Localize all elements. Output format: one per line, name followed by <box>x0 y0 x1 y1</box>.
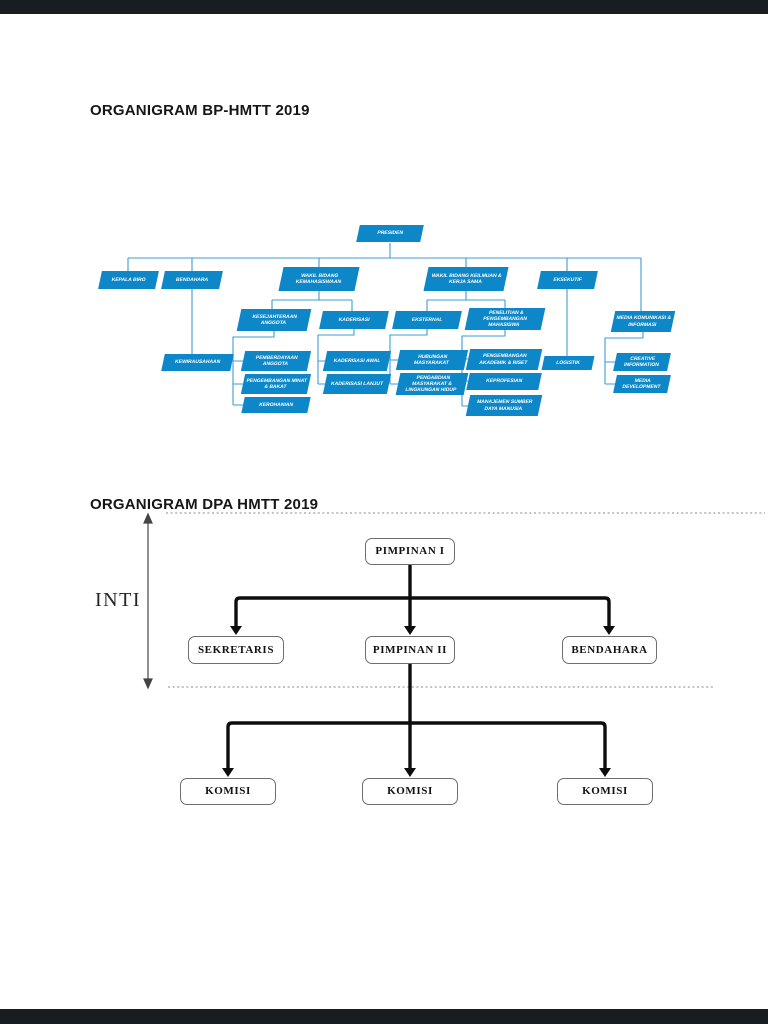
bp-node-presiden: PRESIDEN <box>356 225 424 242</box>
dpa-node-komisi-1: KOMISI <box>180 778 276 805</box>
inti-section-label: INTI <box>95 589 141 611</box>
bp-node-kaderisasi: KADERISASI <box>319 311 389 329</box>
dpa-node-komisi-3: KOMISI <box>557 778 653 805</box>
bp-node-hubungan-masyarakat: HUBUNGAN MASYARAKAT <box>395 350 469 370</box>
bp-node-pengabdian-masyarakat: PENGABDIAN MASYARAKAT & LINGKUNGAN HIDUP <box>395 373 469 395</box>
bp-node-logistik: LOGISTIK <box>541 356 595 370</box>
letterbox-top-bar <box>0 0 768 14</box>
bp-node-kaderisasi-lanjut: KADERISASI LANJUT <box>322 374 392 394</box>
dpa-node-sekretaris: SEKRETARIS <box>188 636 284 664</box>
bp-node-media-development: MEDIA DEVELOPMENT <box>613 375 671 393</box>
bp-node-media-kominfo: MEDIA KOMUNIKASI & INFORMASI <box>610 311 676 332</box>
bp-node-pengembangan-minat-bakat: PENGEMBANGAN MINAT & BAKAT <box>240 374 312 394</box>
bp-node-wakil-bidang-keilmuan: WAKIL BIDANG KEILMUAN & KERJA SAMA <box>423 267 509 291</box>
bp-node-manajemen-sdm: MANAJEMEN SUMBER DAYA MANUSIA <box>465 395 543 416</box>
dpa-chart-title: ORGANIGRAM DPA HMTT 2019 <box>90 496 319 514</box>
dpa-node-bendahara: BENDAHARA <box>562 636 657 664</box>
dpa-node-komisi-2: KOMISI <box>362 778 458 805</box>
bp-node-bendahara: BENDAHARA <box>161 271 223 289</box>
bp-node-creative-information: CREATIVE INFORMATION <box>613 353 671 371</box>
bp-node-keprofesian: KEPROFESIAN <box>466 373 542 390</box>
bp-node-kerohanian: KEROHANIAN <box>241 397 311 413</box>
bp-chart-title: ORGANIGRAM BP-HMTT 2019 <box>90 102 310 120</box>
bp-node-eksekutif: EKSEKUTIF <box>537 271 598 289</box>
bp-node-pemberdayaan-anggota: PEMBERDAYAAN ANGGOTA <box>240 351 312 371</box>
bp-node-kaderisasi-awal: KADERISASI AWAL <box>322 351 392 371</box>
bp-node-pengembangan-akademik-riset: PENGEMBANGAN AKADEMIK & RISET <box>465 349 543 370</box>
dpa-node-pimpinan-2: PIMPINAN II <box>365 636 455 664</box>
bp-node-kepala-biro: KEPALA BIRO <box>98 271 159 289</box>
bp-node-wakil-bidang-kemahasiswaan: WAKIL BIDANG KEMAHASISWAAN <box>278 267 360 291</box>
dpa-node-pimpinan-1: PIMPINAN I <box>365 538 455 565</box>
bp-node-kesejahteraan-anggota: KESEJAHTERAAN ANGGOTA <box>236 309 312 331</box>
bp-node-penelitian-pengembangan: PENELITIAN & PENGEMBANGAN MAHASISWA <box>464 308 546 330</box>
bp-node-eksternal: EKSTERNAL <box>392 311 462 329</box>
bp-node-kewirausahaan: KEWIRAUSAHAAN <box>161 354 234 371</box>
letterbox-bottom-bar <box>0 1009 768 1024</box>
